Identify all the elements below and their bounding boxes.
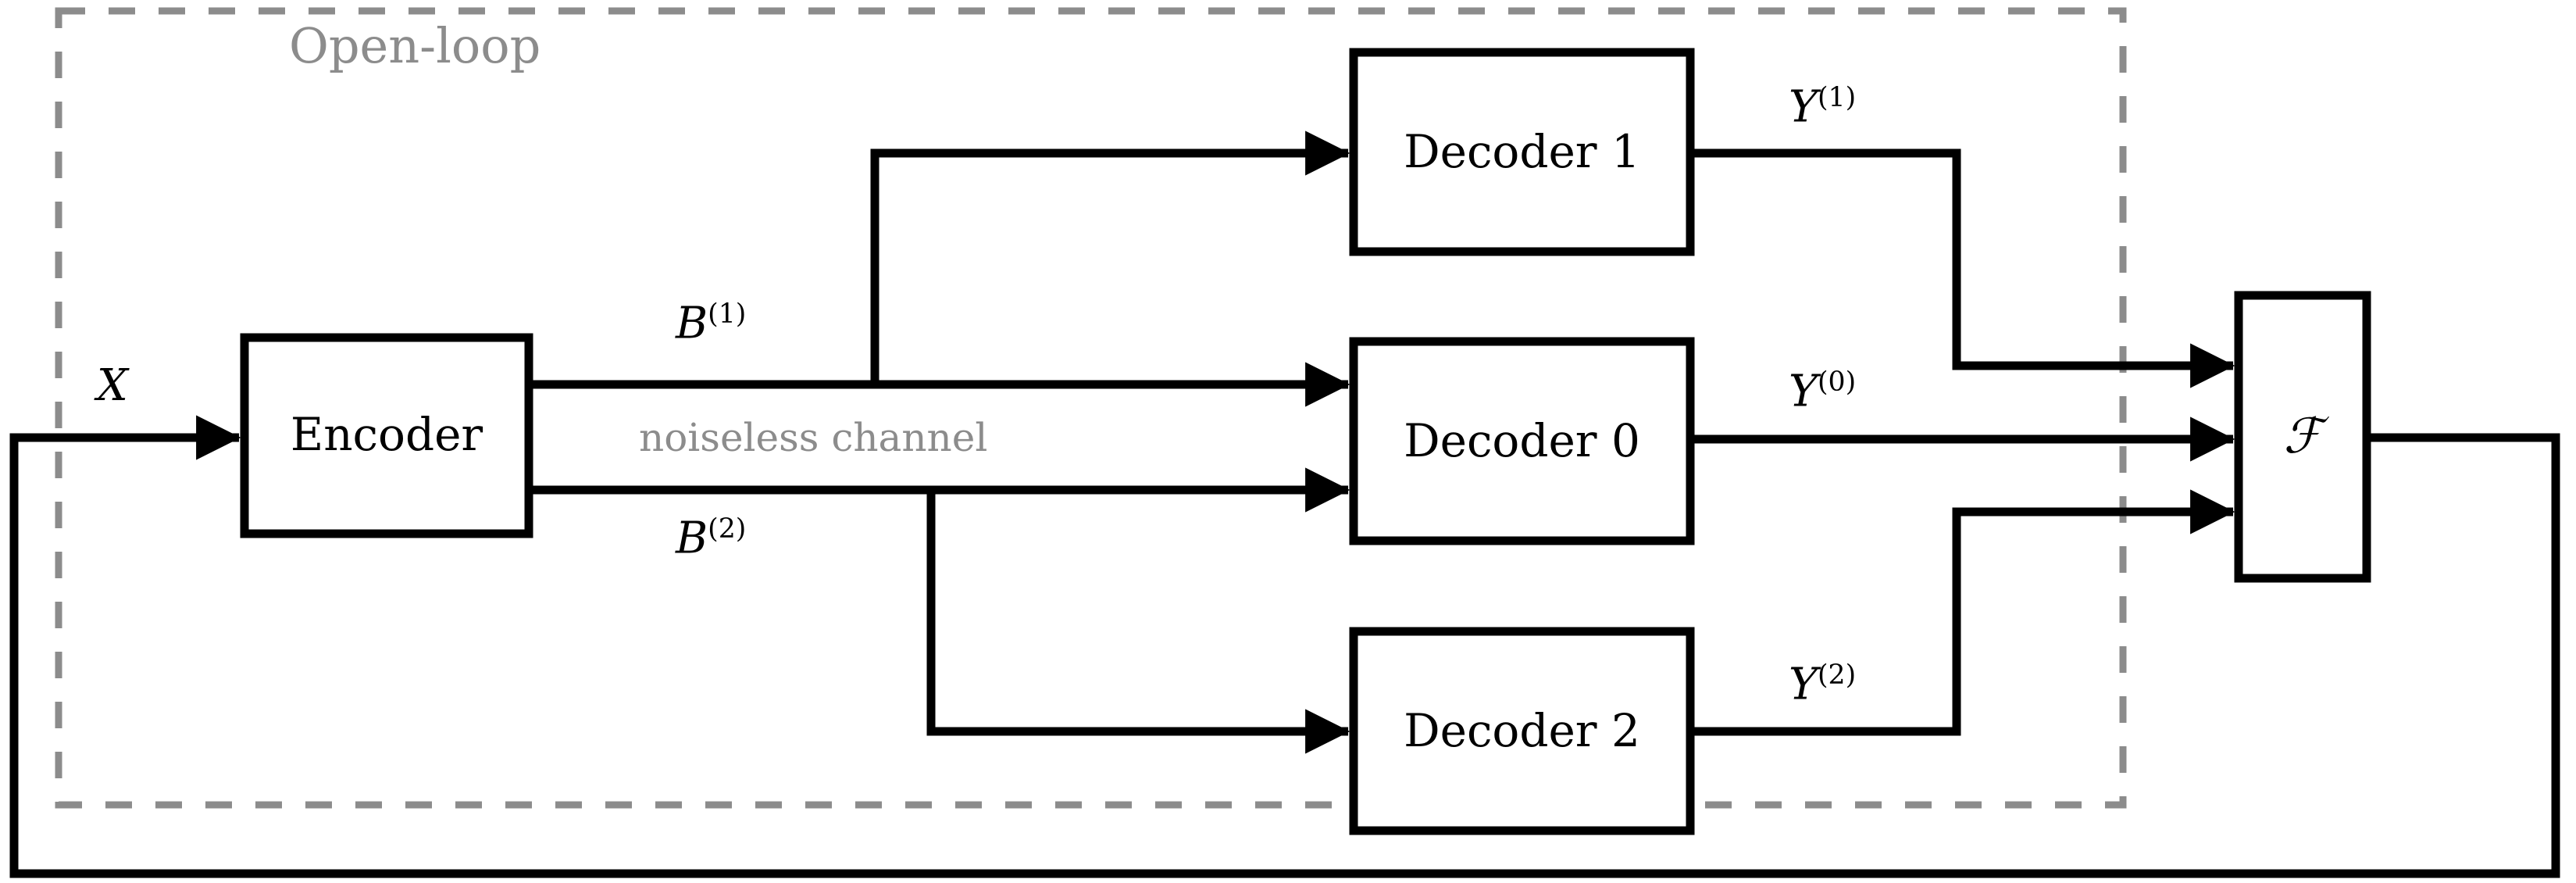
y1-base: Y — [1789, 81, 1818, 133]
wire-b2-branch-to-decoder2 — [926, 490, 1350, 754]
encoder-block-rect[interactable] — [240, 333, 533, 538]
decoder2-label: Decoder 2 — [1404, 704, 1640, 757]
b2-sup: (2) — [708, 513, 747, 545]
wire-y1-to-fusion — [1690, 148, 2235, 388]
decoder1-label: Decoder 1 — [1404, 125, 1640, 178]
y2-sup: (2) — [1817, 660, 1857, 691]
y1-sup: (1) — [1817, 82, 1857, 113]
y0-base: Y — [1789, 366, 1818, 417]
signal-label-x: X — [97, 360, 128, 411]
noiseless-channel-label: noiseless channel — [639, 415, 988, 460]
signal-label-b2: B(2) — [676, 516, 746, 561]
signal-label-y2: Y(2) — [1789, 662, 1856, 707]
signal-label-y1: Y(1) — [1789, 84, 1856, 130]
b1-base: B — [676, 298, 708, 349]
decoder0-label: Decoder 0 — [1404, 414, 1640, 467]
signal-label-b1: B(1) — [676, 301, 746, 346]
wire-y2-to-fusion — [1690, 489, 2235, 736]
fusion-block-rect[interactable] — [2234, 291, 2371, 583]
decoder0-block-rect[interactable] — [1349, 337, 1695, 545]
open-loop-label: Open-loop — [289, 17, 541, 74]
y0-sup: (0) — [1817, 366, 1857, 398]
wire-b1-branch-to-decoder1 — [870, 130, 1350, 384]
b2-base: B — [676, 513, 708, 564]
b1-sup: (1) — [708, 299, 747, 330]
fusion-label: ℱ — [2283, 407, 2322, 464]
open-loop-dashed-boundary — [55, 7, 2127, 809]
encoder-label: Encoder — [290, 408, 483, 461]
signal-label-y0: Y(0) — [1789, 369, 1856, 414]
y2-base: Y — [1789, 659, 1818, 710]
decoder1-block-rect[interactable] — [1349, 48, 1695, 256]
